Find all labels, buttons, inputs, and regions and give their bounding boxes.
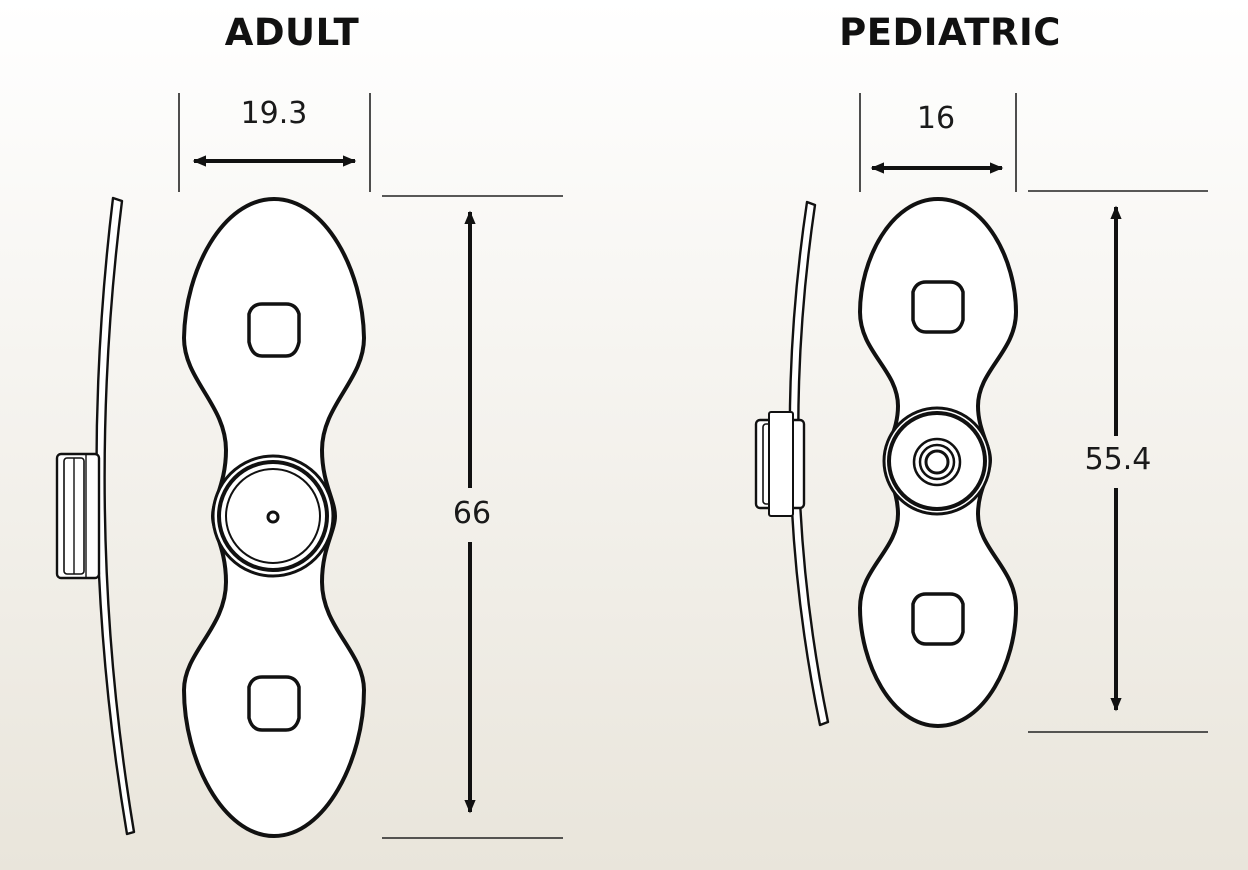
adult-width-label: 19.3 xyxy=(240,96,308,131)
adult-center-ring-inner xyxy=(225,468,321,564)
adult-side-profile xyxy=(95,196,136,836)
adult-lower-hole xyxy=(247,675,301,732)
ped-center-dot xyxy=(924,449,950,475)
adult-center-dot xyxy=(266,510,280,524)
pediatric-title: PEDIATRIC xyxy=(839,11,1061,54)
ped-side-connector-post xyxy=(768,411,794,517)
ped-lower-hole xyxy=(911,592,965,646)
ped-side-profile xyxy=(788,200,830,727)
adult-title: ADULT xyxy=(224,11,360,54)
adult-height-label: 66 xyxy=(452,496,492,531)
adult-upper-hole xyxy=(247,302,301,358)
adult-side-connector-outer xyxy=(55,452,101,580)
ped-upper-hole xyxy=(911,280,965,334)
ped-center-ring-mid xyxy=(887,411,987,511)
pediatric-width-label: 16 xyxy=(916,101,956,136)
adult-center-ring-mid xyxy=(217,460,329,572)
ped-center-ring-core xyxy=(918,443,956,481)
pediatric-device-group xyxy=(754,93,1208,733)
adult-device-group xyxy=(55,93,563,839)
pediatric-height-label: 55.4 xyxy=(1084,442,1152,477)
